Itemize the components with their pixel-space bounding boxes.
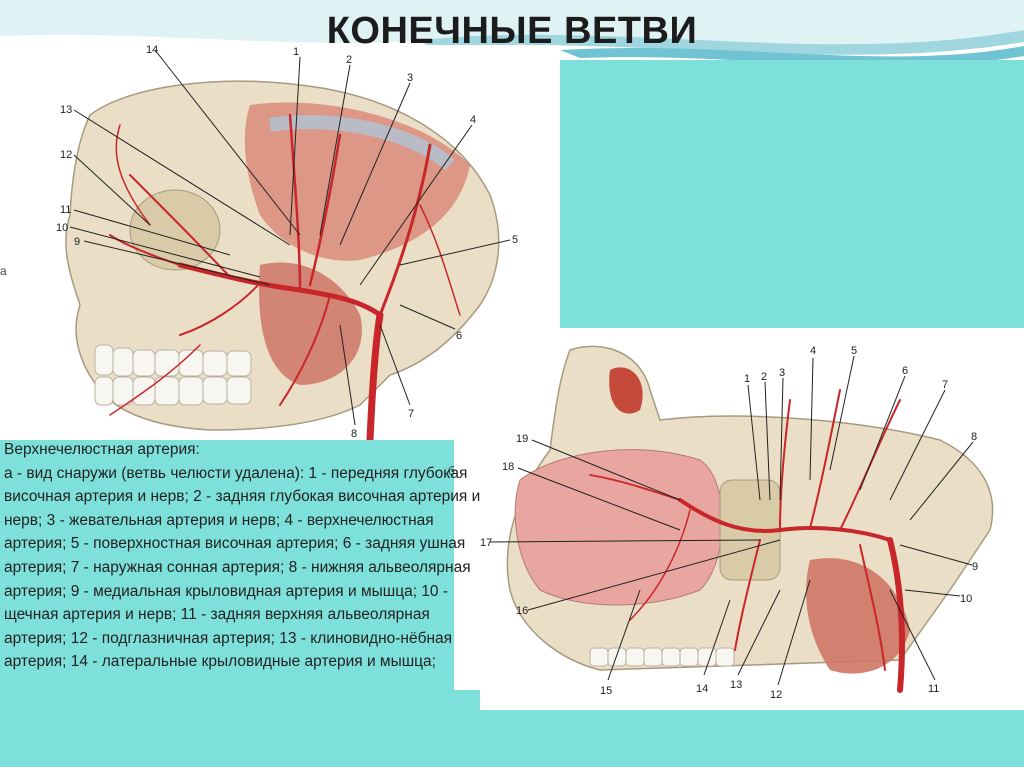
caption-body: а - вид снаружи (ветвь челюсти удалена):… <box>4 464 481 671</box>
fig-a-label-2: 2 <box>346 54 352 66</box>
teal-panel-caption <box>0 440 454 690</box>
fig-a-label-13: 13 <box>60 104 72 116</box>
fig-b-label-19: 19 <box>516 433 528 445</box>
fig-b-label-11: 11 <box>928 683 939 695</box>
figure-a-lateral-view: 1 2 3 4 5 6 7 8 9 10 11 12 13 14 <box>0 45 560 440</box>
caption-heading: Верхнечелюстная артерия: <box>4 441 200 458</box>
figure-b-marker: б <box>448 464 455 478</box>
fig-a-label-5: 5 <box>512 234 518 246</box>
fig-b-label-6: 6 <box>902 365 908 377</box>
fig-b-label-2: 2 <box>761 371 767 383</box>
fig-b-label-17: 17 <box>480 537 492 549</box>
caption: Верхнечелюстная артерия: а - вид снаружи… <box>4 438 494 743</box>
fig-b-label-13: 13 <box>730 679 742 691</box>
fig-a-label-12: 12 <box>60 149 72 161</box>
fig-b-label-8: 8 <box>971 431 977 443</box>
fig-b-label-12: 12 <box>770 689 782 701</box>
fig-b-label-9: 9 <box>972 561 978 573</box>
fig-b-label-18: 18 <box>502 461 514 473</box>
fig-b-label-5: 5 <box>851 345 857 357</box>
fig-b-label-4: 4 <box>810 345 816 357</box>
fig-b-label-10: 10 <box>960 593 972 605</box>
fig-a-label-14: 14 <box>146 45 158 56</box>
fig-b-label-1: 1 <box>744 373 750 385</box>
header-wave-decoration <box>0 0 1024 60</box>
fig-a-label-8: 8 <box>351 428 357 440</box>
fig-b-label-7: 7 <box>942 379 948 391</box>
fig-a-label-1: 1 <box>293 46 299 58</box>
figure-a-marker: а <box>0 264 7 278</box>
fig-b-label-14: 14 <box>696 683 708 695</box>
fig-a-label-3: 3 <box>407 72 413 84</box>
fig-a-label-6: 6 <box>456 330 462 342</box>
fig-b-label-3: 3 <box>779 367 785 379</box>
fig-b-label-15: 15 <box>600 685 612 697</box>
fig-a-label-7: 7 <box>408 408 414 420</box>
fig-a-label-10: 10 <box>56 222 68 234</box>
teal-panel-right <box>560 60 1024 328</box>
fig-a-label-11: 11 <box>60 204 71 216</box>
fig-a-label-9: 9 <box>74 236 80 248</box>
fig-a-label-4: 4 <box>470 114 476 126</box>
figure-b-sagittal-view: 1 2 3 4 5 6 7 8 9 10 11 12 13 14 15 16 1… <box>480 330 1024 710</box>
fig-b-label-16: 16 <box>516 605 528 617</box>
